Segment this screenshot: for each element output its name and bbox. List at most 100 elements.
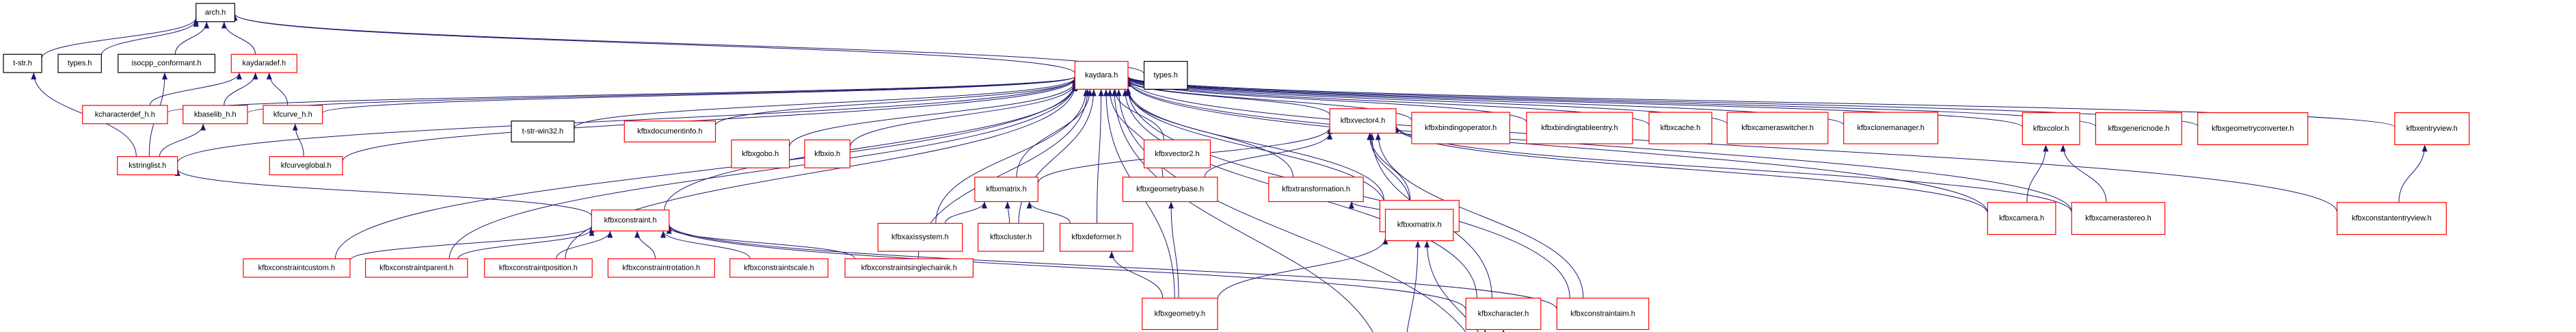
- edge-camera-to-kaydara: [1125, 79, 1988, 214]
- node-box[interactable]: [623, 120, 716, 143]
- node-gobo[interactable]: kfbxgobo.h: [731, 139, 790, 168]
- node-box[interactable]: [1074, 60, 1129, 90]
- edge-charpose-to-xmatrix: [1406, 240, 1421, 332]
- node-deformer[interactable]: kfbxdeformer.h: [1059, 222, 1133, 252]
- node-box[interactable]: [1726, 112, 1829, 144]
- node-entryview[interactable]: kfbxentryview.h: [2394, 112, 2470, 146]
- edge-charpose-to-kaydara: [1112, 89, 1373, 332]
- node-box[interactable]: [1268, 177, 1364, 203]
- node-box[interactable]: [591, 209, 670, 231]
- edge-xmatrix-to-vector4: [1367, 133, 1412, 209]
- node-bindtable[interactable]: kfbxbindingtableentry.h: [1526, 112, 1633, 144]
- node-box[interactable]: [1465, 297, 1542, 331]
- node-box[interactable]: [364, 258, 468, 278]
- node-box[interactable]: [82, 105, 168, 125]
- node-box[interactable]: [607, 258, 715, 278]
- node-box[interactable]: [484, 258, 593, 278]
- node-bindop[interactable]: kfbxbindingoperator.h: [1411, 112, 1510, 144]
- node-camera[interactable]: kfbxcamera.h: [1987, 202, 2056, 235]
- edge-tstrwin32-to-kaydara: [574, 77, 1078, 129]
- edge-kfcurveglobal-to-kfcurveh: [292, 123, 304, 157]
- node-cparent[interactable]: kfbxconstraintparent.h: [364, 258, 468, 278]
- node-character[interactable]: kfbxcharacter.h: [1465, 297, 1542, 331]
- node-genericnode[interactable]: kfbxgenericnode.h: [2095, 112, 2182, 146]
- node-box[interactable]: [243, 258, 351, 278]
- node-box[interactable]: [2336, 202, 2447, 235]
- node-box[interactable]: [1142, 297, 1218, 331]
- node-box[interactable]: [974, 177, 1038, 203]
- node-box[interactable]: [1411, 112, 1510, 144]
- node-cscale[interactable]: kfbxconstraintscale.h: [729, 258, 829, 278]
- node-xio[interactable]: kfbxio.h: [804, 139, 850, 168]
- node-kfcurveh[interactable]: kfcurve_h.h: [263, 105, 323, 125]
- edge-kbaselib-to-kaydara: [247, 76, 1077, 114]
- node-box[interactable]: [1526, 112, 1633, 144]
- node-docinfo[interactable]: kfbxdocumentinfo.h: [623, 120, 716, 143]
- node-csinglechain[interactable]: kfbxconstraintsinglechainik.h: [844, 258, 974, 278]
- node-geombase[interactable]: kfbxgeometrybase.h: [1122, 177, 1218, 203]
- node-crotation[interactable]: kfbxconstraintrotation.h: [607, 258, 715, 278]
- node-matrix[interactable]: kfbxmatrix.h: [974, 177, 1038, 203]
- node-constraint[interactable]: kfbxconstraint.h: [591, 209, 670, 231]
- node-label: kfbxconstraintscale.h: [744, 264, 814, 272]
- node-kaydara[interactable]: kaydara.h: [1074, 60, 1129, 90]
- node-box[interactable]: [1329, 108, 1397, 134]
- node-axissys[interactable]: kfbxaxissystem.h: [877, 222, 963, 252]
- node-kstringlist[interactable]: kstringlist.h: [117, 156, 178, 175]
- node-label: kfbxbindingoperator.h: [1425, 124, 1497, 132]
- node-caim[interactable]: kfbxconstraintaim.h: [1556, 297, 1650, 331]
- node-constentry[interactable]: kfbxconstantentryview.h: [2336, 202, 2447, 235]
- node-box[interactable]: [2394, 112, 2470, 146]
- node-xmatrix[interactable]: kfbxxmatrix.h: [1384, 209, 1454, 242]
- node-box[interactable]: [2071, 202, 2166, 235]
- node-ccustom[interactable]: kfbxconstraintcustom.h: [243, 258, 351, 278]
- node-box[interactable]: [977, 222, 1045, 252]
- node-box[interactable]: [1843, 112, 1939, 144]
- edge-camera-to-color: [2026, 144, 2049, 203]
- edge-geometry-to-deformer: [1109, 251, 1164, 298]
- node-kcharacterdef[interactable]: kcharacterdef_h.h: [82, 105, 168, 125]
- node-box[interactable]: [844, 258, 974, 278]
- edge-isocpp-to-arch: [174, 21, 210, 55]
- node-vector4[interactable]: kfbxvector4.h: [1329, 108, 1397, 134]
- node-box[interactable]: [1987, 202, 2056, 235]
- node-box: [3, 53, 42, 73]
- node-clonemgr[interactable]: kfbxclonemanager.h: [1843, 112, 1939, 144]
- node-box[interactable]: [2197, 112, 2309, 146]
- node-box[interactable]: [269, 156, 343, 175]
- node-box[interactable]: [117, 156, 178, 175]
- node-geometry[interactable]: kfbxgeometry.h: [1142, 297, 1218, 331]
- node-box[interactable]: [230, 53, 297, 73]
- node-cluster[interactable]: kfbxcluster.h: [977, 222, 1045, 252]
- node-box[interactable]: [1556, 297, 1650, 331]
- node-transformation[interactable]: kfbxtransformation.h: [1268, 177, 1364, 203]
- node-box[interactable]: [804, 139, 850, 168]
- node-kfcurveglobal[interactable]: kfcurveglobal.h: [269, 156, 343, 175]
- node-box[interactable]: [2022, 112, 2080, 146]
- node-box[interactable]: [1648, 112, 1713, 144]
- node-label: types.h: [68, 60, 92, 68]
- node-box[interactable]: [2095, 112, 2182, 146]
- node-box: [511, 120, 575, 143]
- node-cache[interactable]: kfbxcache.h: [1648, 112, 1713, 144]
- node-geomconv[interactable]: kfbxgeometryconverter.h: [2197, 112, 2309, 146]
- node-vector2[interactable]: kfbxvector2.h: [1143, 139, 1211, 168]
- node-box[interactable]: [1059, 222, 1133, 252]
- node-box[interactable]: [877, 222, 963, 252]
- node-box[interactable]: [731, 139, 790, 168]
- node-box[interactable]: [1143, 139, 1211, 168]
- node-box[interactable]: [183, 105, 248, 125]
- node-color[interactable]: kfbxcolor.h: [2022, 112, 2080, 146]
- node-box[interactable]: [1122, 177, 1218, 203]
- edge-camstereo-to-color: [2060, 144, 2107, 203]
- node-kaydaradef[interactable]: kaydaradef.h: [230, 53, 297, 73]
- node-box[interactable]: [729, 258, 829, 278]
- node-label: kfbxgenericnode.h: [2108, 125, 2169, 133]
- node-cposition[interactable]: kfbxconstraintposition.h: [484, 258, 593, 278]
- node-box[interactable]: [1384, 209, 1454, 242]
- node-box[interactable]: [263, 105, 323, 125]
- node-camstereo[interactable]: kfbxcamerastereo.h: [2071, 202, 2166, 235]
- node-camswitch[interactable]: kfbxcameraswitcher.h: [1726, 112, 1829, 144]
- node-kbaselib[interactable]: kbaselib_h.h: [183, 105, 248, 125]
